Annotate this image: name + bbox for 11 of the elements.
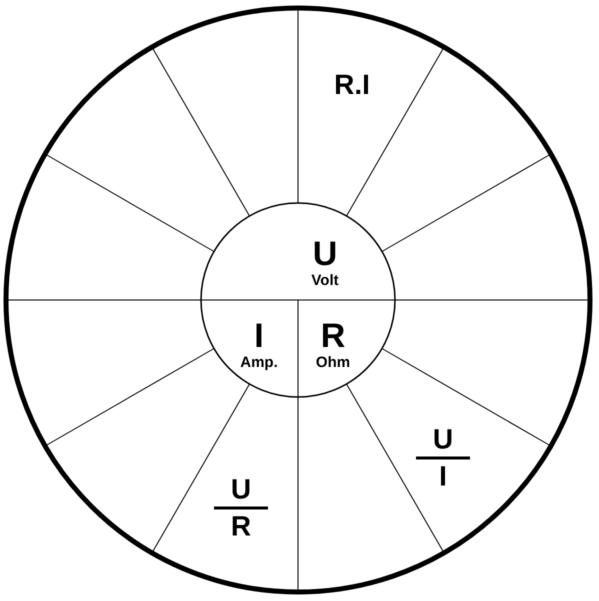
unit-label: Ohm: [316, 354, 350, 372]
numerator: U: [432, 424, 454, 454]
quantity-symbol: U: [312, 236, 338, 272]
quantity-symbol: I: [254, 318, 264, 354]
unit-label: Volt: [311, 272, 339, 290]
denominator: R: [230, 512, 252, 542]
formula-text: R.I: [334, 70, 370, 100]
numerator: U: [230, 474, 252, 504]
denominator: I: [439, 462, 447, 492]
unit-label: Amp.: [240, 354, 278, 372]
quantity-symbol: R: [320, 318, 346, 354]
